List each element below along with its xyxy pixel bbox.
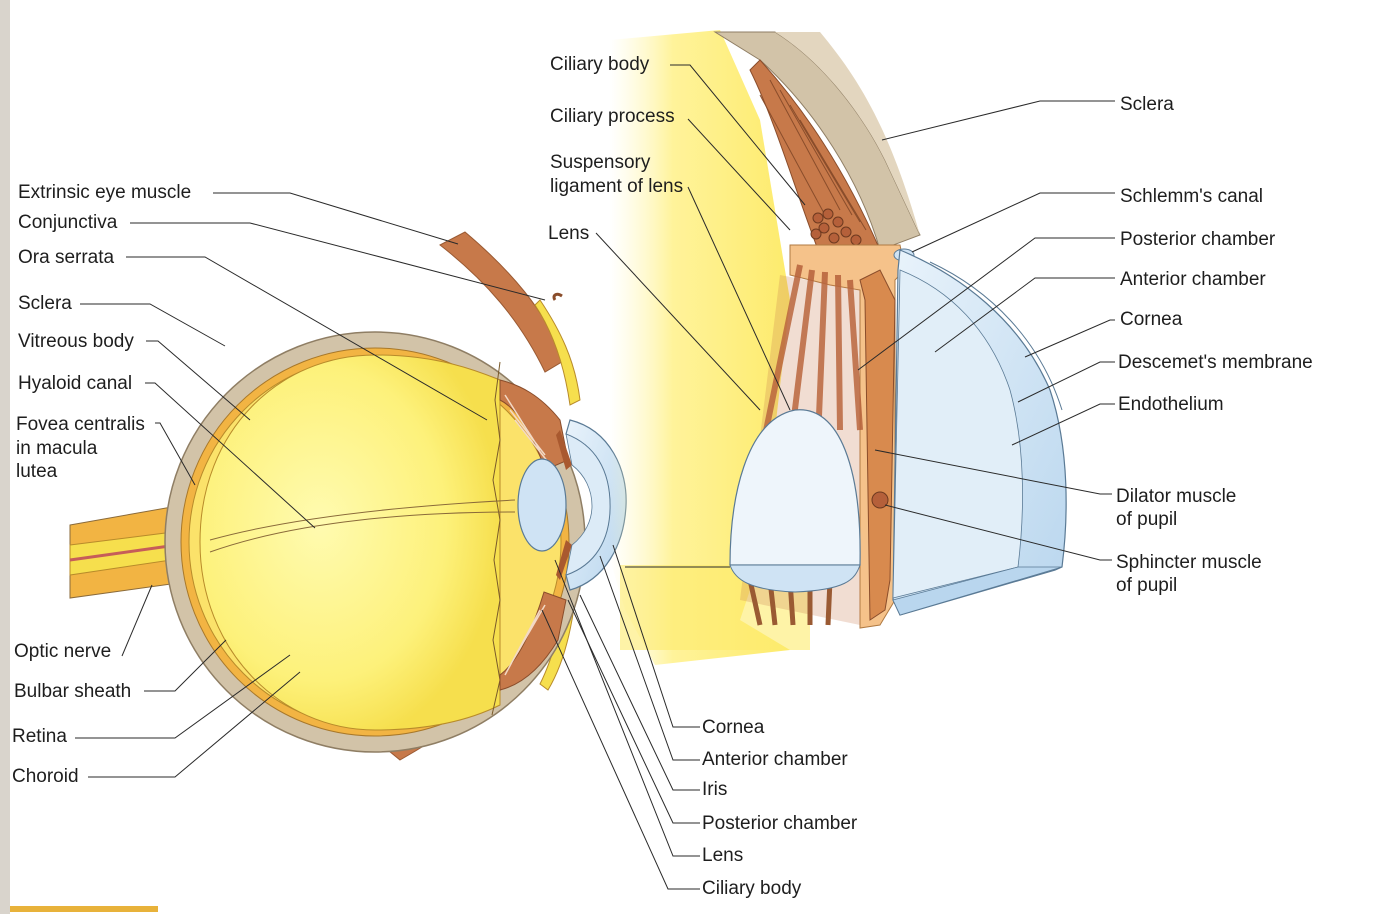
detail-enlargement xyxy=(610,30,1067,665)
label-optic-nerve: Optic nerve xyxy=(14,641,112,662)
page-edge-tab xyxy=(10,906,158,912)
label-posterior-chamber-detail: Posterior chamber xyxy=(1120,229,1276,250)
upper-eyelid-edge xyxy=(552,292,563,301)
label-sclera-detail: Sclera xyxy=(1120,94,1174,115)
lower-zonule-fibers xyxy=(747,579,833,626)
leader-lines xyxy=(75,64,1115,890)
label-posterior-chamber-bottom: Posterior chamber xyxy=(702,813,858,834)
sphincter-bundle xyxy=(871,491,889,509)
label-fovea-centralis: Fovea centralis xyxy=(16,414,145,435)
upper-conjunctiva xyxy=(534,299,581,406)
label-suspensory: Suspensory xyxy=(550,152,651,173)
label-sphincter-of-pupil: of pupil xyxy=(1116,575,1178,596)
page-edge xyxy=(0,0,10,914)
ora-serrata-line xyxy=(491,361,501,716)
label-hyaloid-canal: Hyaloid canal xyxy=(18,373,133,394)
eye-cross-section xyxy=(69,231,627,761)
label-ora-serrata: Ora serrata xyxy=(18,247,115,268)
label-lens-detail: Lens xyxy=(548,223,590,244)
label-fovea-lutea: lutea xyxy=(16,461,58,482)
zonule-fibers xyxy=(504,394,549,676)
hyaloid-canal-lower xyxy=(209,511,516,553)
label-lens-bottom: Lens xyxy=(702,845,744,866)
label-schlemms-canal: Schlemm's canal xyxy=(1120,186,1264,207)
label-bulbar-sheath: Bulbar sheath xyxy=(14,681,132,702)
detail-anterior-chamber xyxy=(892,269,1023,599)
label-ciliary-body-detail: Ciliary body xyxy=(550,54,650,75)
label-anterior-chamber-detail: Anterior chamber xyxy=(1120,269,1266,290)
label-choroid: Choroid xyxy=(12,766,79,787)
label-dilator-of-pupil: of pupil xyxy=(1116,509,1178,530)
lower-iris xyxy=(556,540,572,580)
label-dilator-muscle: Dilator muscle xyxy=(1116,486,1237,507)
detail-cornea-cut xyxy=(892,566,1063,616)
upper-iris xyxy=(556,430,572,470)
label-cornea-bottom: Cornea xyxy=(702,717,765,738)
label-fovea-in-macula: in macula xyxy=(16,438,98,459)
label-vitreous-body: Vitreous body xyxy=(18,331,134,352)
detail-lens-lower xyxy=(729,564,861,593)
detail-lens xyxy=(729,409,861,566)
label-ciliary-process: Ciliary process xyxy=(550,106,675,127)
label-descemets-membrane: Descemet's membrane xyxy=(1118,352,1313,373)
label-anterior-chamber-bottom: Anterior chamber xyxy=(702,749,848,770)
label-ciliary-body-bottom: Ciliary body xyxy=(702,878,802,899)
vitreous-body xyxy=(199,354,501,731)
detail-iris xyxy=(859,269,896,621)
hyaloid-canal-upper xyxy=(209,499,516,541)
ciliary-muscle-fibers xyxy=(759,79,867,231)
label-iris-bottom: Iris xyxy=(702,779,728,800)
label-ligament-of-lens: ligament of lens xyxy=(550,176,684,197)
lens-small xyxy=(517,458,567,552)
label-cornea-detail: Cornea xyxy=(1120,309,1183,330)
circular-muscle-fibers xyxy=(810,208,862,246)
label-extrinsic-eye-muscle: Extrinsic eye muscle xyxy=(18,182,192,203)
detail-sclera-outer xyxy=(775,32,920,235)
label-conjunctiva: Conjunctiva xyxy=(18,212,118,233)
label-sclera: Sclera xyxy=(18,293,72,314)
label-retina: Retina xyxy=(12,726,67,747)
label-sphincter-muscle: Sphincter muscle xyxy=(1116,552,1262,573)
suspensory-ligament-fibers xyxy=(757,264,863,461)
label-endothelium: Endothelium xyxy=(1118,394,1224,415)
anterior-chamber-small xyxy=(565,433,611,576)
